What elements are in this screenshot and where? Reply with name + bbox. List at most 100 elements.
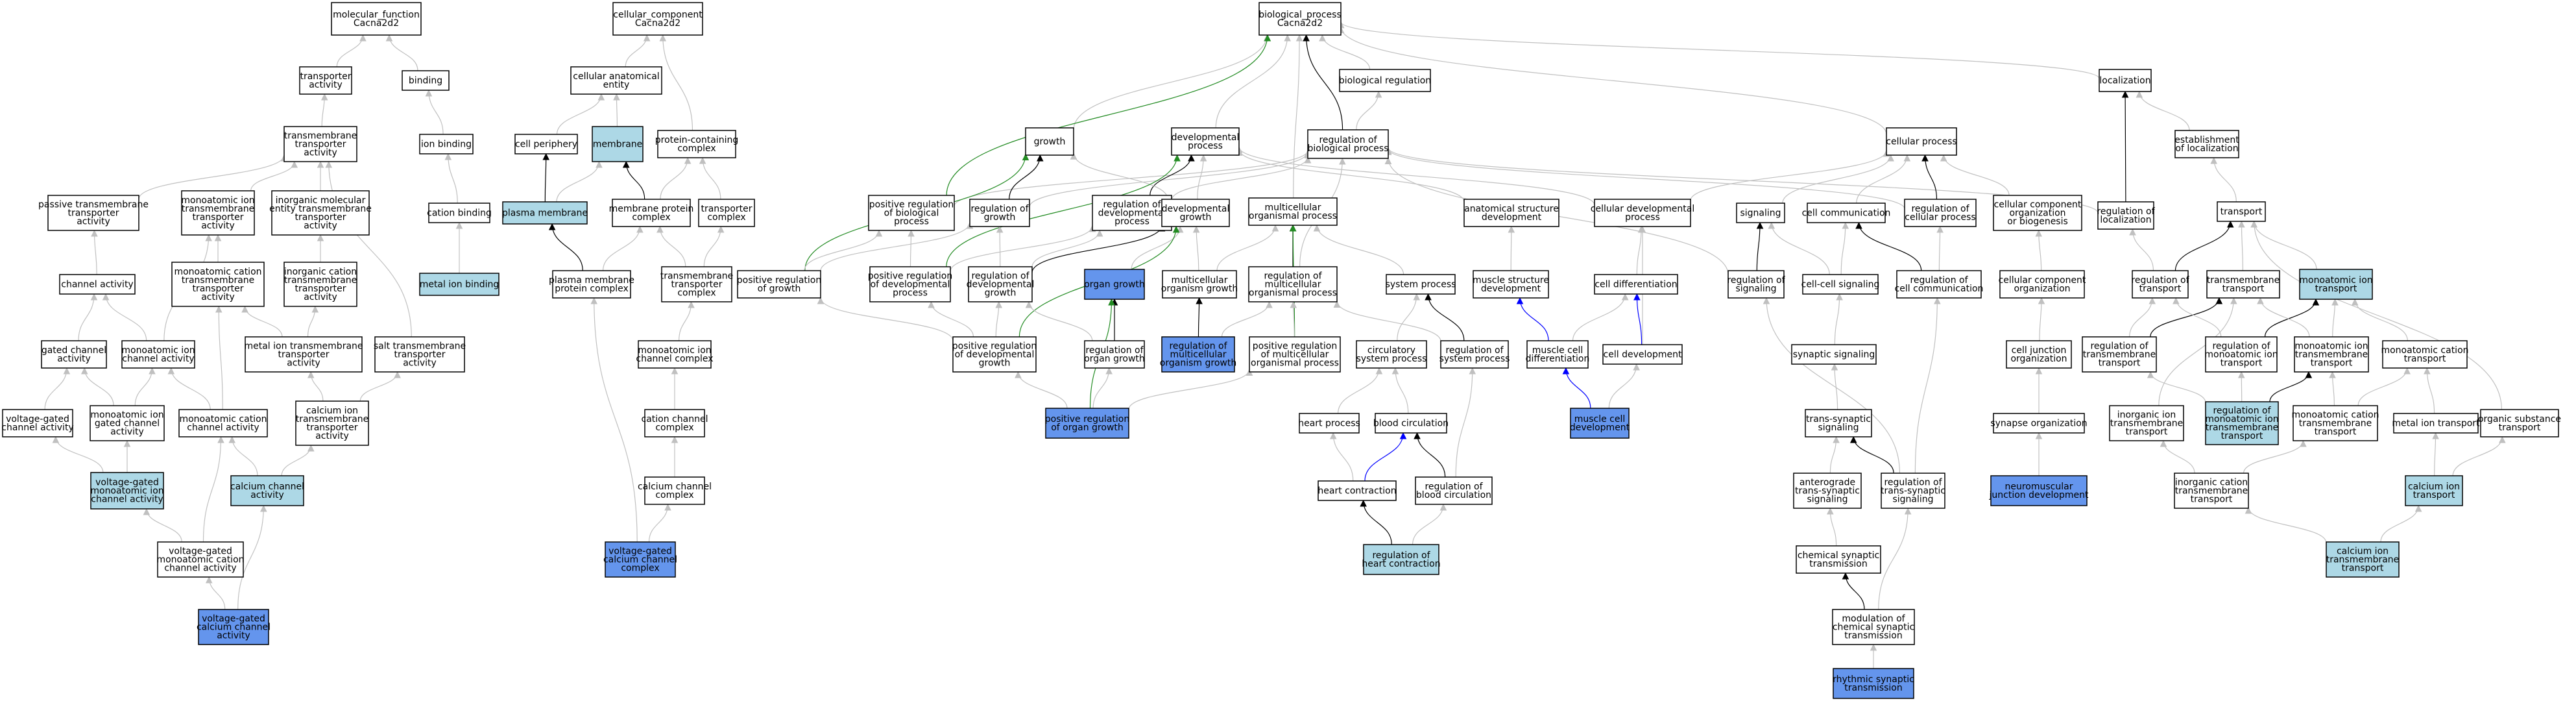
go-term-node-heart-process[interactable]: heart process [1298,413,1360,434]
go-term-node-system-process[interactable]: system process [1386,274,1456,295]
go-term-node-binding[interactable]: binding [402,70,450,91]
go-term-node-monoatomic-cation-tm-transporter-activity[interactable]: monoatomic cationtransmembranetransporte… [171,262,265,307]
go-term-node-metal-ion-tm-transporter-activity[interactable]: metal ion transmembranetransporteractivi… [244,336,363,373]
go-term-node-cell-periphery[interactable]: cell periphery [514,134,578,154]
go-term-node-synapse-organization[interactable]: synapse organization [1990,413,2088,434]
go-term-node-metal-ion-binding[interactable]: metal ion binding [419,273,500,296]
go-term-node-cation-binding[interactable]: cation binding [427,203,492,223]
go-term-node-cellular-process[interactable]: cellular process [1886,127,1957,156]
go-term-node-plasma-membrane[interactable]: plasma membrane [502,201,588,225]
go-term-node-synaptic-signaling[interactable]: synaptic signaling [1791,344,1877,365]
go-term-node-inorganic-cation-tm-transporter-activity[interactable]: inorganic cationtransmembranetransporter… [283,262,357,307]
go-term-node-transport[interactable]: transport [2217,201,2266,222]
go-term-node-cell-differentiation[interactable]: cell differentiation [1594,274,1678,295]
go-term-node-calcium-ion-tm-transporter-activity[interactable]: calcium iontransmembranetransporteractiv… [295,400,369,446]
go-term-node-channel-activity[interactable]: channel activity [59,274,136,295]
go-term-node-growth[interactable]: growth [1025,127,1074,156]
go-term-node-membrane[interactable]: membrane [592,126,644,162]
go-term-node-blood-circulation[interactable]: blood circulation [1373,413,1449,434]
go-term-node-cell-development[interactable]: cell development [1602,344,1683,365]
go-term-node-metal-ion-transport[interactable]: metal ion transport [2392,413,2480,434]
go-term-node-localization[interactable]: localization [2099,69,2152,92]
go-term-node-signaling[interactable]: signaling [1736,203,1785,223]
go-term-node-heart-contraction[interactable]: heart contraction [1318,480,1397,501]
go-term-node-ion-binding[interactable]: ion binding [419,134,474,154]
